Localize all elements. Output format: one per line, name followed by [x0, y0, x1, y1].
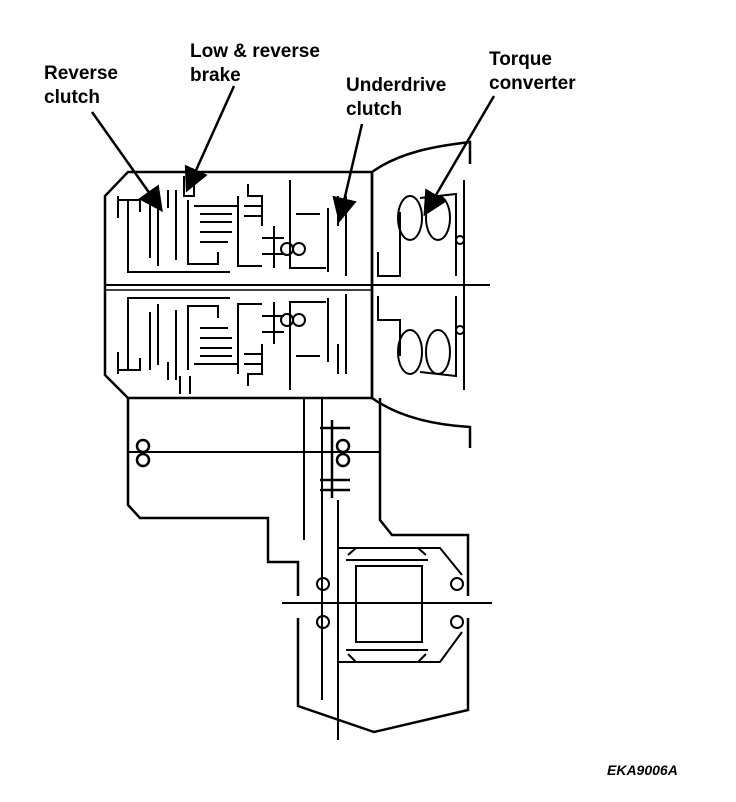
- upper-gear-train: [117, 176, 347, 276]
- label-low-reverse-brake: Low & reverse brake: [190, 41, 320, 86]
- differential-housing: [126, 398, 470, 734]
- torque-converter-element: [377, 180, 465, 390]
- lower-gear-train: [117, 294, 347, 394]
- figure-code: EKA9006A: [607, 762, 678, 778]
- label-torque-converter: Torque converter: [489, 49, 576, 94]
- label-reverse-clutch: Reverse clutch: [44, 63, 118, 108]
- label-underdrive-clutch: Underdrive clutch: [346, 75, 447, 120]
- differential: [282, 547, 492, 663]
- converter-housing: [371, 140, 472, 174]
